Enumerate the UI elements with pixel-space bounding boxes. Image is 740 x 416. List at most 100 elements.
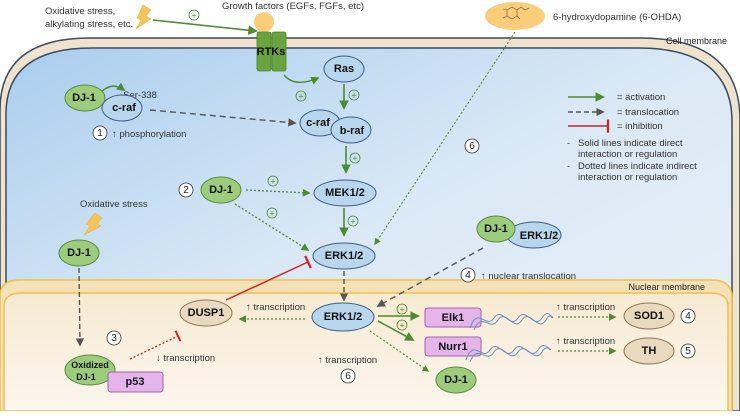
legend-translocation-label: = translocation — [617, 107, 679, 118]
erk-nucleus-label: ERK1/2 — [324, 311, 363, 323]
plus-icon — [188, 9, 200, 21]
plus-icon — [396, 319, 408, 331]
transcription-down-label: ↓ transcription — [156, 353, 215, 364]
plus-sign: + — [298, 92, 303, 102]
legend: = activation = translocation = inhibitio… — [567, 92, 697, 183]
plus-sign: + — [399, 305, 404, 315]
plus-sign: + — [269, 209, 274, 219]
plus-sign: + — [270, 177, 275, 187]
th-label: TH — [642, 345, 657, 357]
oxidized-dj1-label-line2: DJ-1 — [76, 372, 96, 382]
dj1-oxidized-translocation-arrow — [75, 267, 85, 347]
ser338-label: -Ser-338 — [120, 90, 157, 101]
plus-sign: + — [351, 91, 356, 101]
dna-helix-icon — [469, 313, 554, 331]
legend-note1-line1: Solid lines indicate direct — [578, 138, 683, 149]
p53-node — [107, 371, 164, 393]
dj1-oxidative-label: DJ-1 — [67, 247, 91, 259]
molecule-structure-icon — [502, 6, 530, 20]
erk-to-nurr1-arrow — [377, 320, 415, 341]
dj1-complex-label: DJ-1 — [72, 92, 96, 104]
mek-node — [313, 179, 377, 207]
transcription-sod1-label: ↑ transcription — [556, 302, 615, 313]
phosphorylation-label: ↑ phosphorylation — [112, 129, 186, 140]
c-raf-complex-label: c-raf — [112, 102, 136, 114]
b-raf-node — [330, 116, 372, 144]
step-2-number: 2 — [183, 185, 189, 196]
nuclear-membrane-label: Nuclear membrane — [628, 282, 705, 292]
cell-membrane-label: Cell membrane — [666, 36, 727, 46]
rtks-receptor: RTKs — [254, 12, 287, 72]
transcription-dj1-label: ↑ transcription — [318, 355, 377, 366]
oxidized-dj1-label-line1: Oxidized — [71, 360, 109, 370]
dj1-oxidative-node — [58, 239, 100, 267]
oxidized-dj1-node — [64, 354, 116, 386]
step-5-number: 5 — [685, 346, 691, 357]
legend-note1-line2: interaction or regulation — [578, 149, 677, 160]
oxidative-stress-label: Oxidative stress — [80, 199, 148, 210]
growth-factors-label: Growth factors (EGFs, FGFs, etc) — [222, 1, 364, 12]
plus-icon — [266, 207, 278, 219]
step-6b-badge — [340, 368, 356, 384]
elk1-node — [424, 307, 482, 328]
dj1-step2-node — [200, 176, 242, 204]
step-4a-badge — [460, 267, 476, 283]
step-6a-badge — [464, 138, 480, 154]
legend-note2-line1: Dotted lines indicate indirect — [578, 161, 697, 172]
erk-nucleus-node — [311, 302, 375, 332]
step-6b-number: 6 — [345, 371, 351, 382]
ligand-icon — [254, 12, 274, 32]
dj1-to-mek-arrow — [245, 188, 311, 197]
dusp1-node — [179, 299, 233, 327]
dusp1-label: DUSP1 — [188, 307, 225, 319]
stress-label-line2: alkylating stress, etc. — [45, 19, 133, 30]
transcription-th-label: ↑ transcription — [556, 336, 615, 347]
plus-icon — [349, 152, 361, 164]
step-4b-number: 4 — [685, 311, 691, 322]
legend-inhibition-label: = inhibition — [617, 121, 663, 132]
dj1-nucleus-label: DJ-1 — [444, 374, 468, 386]
legend-note2-line2: interaction or regulation — [578, 172, 677, 183]
mek-label: MEK1/2 — [325, 187, 365, 199]
erk-cytoplasm-label: ERK1/2 — [325, 250, 364, 262]
lightning-bolt-icon — [135, 4, 152, 30]
c-raf-label: c-raf — [306, 117, 330, 129]
c-raf-complex-node — [101, 94, 143, 122]
erk-cytoplasm-node — [312, 242, 376, 270]
step-4b-badge — [680, 308, 696, 324]
th-node — [623, 337, 675, 365]
stress-label-line1: Oxidative stress, — [45, 6, 115, 17]
nurr1-label: Nurr1 — [438, 341, 467, 353]
dj1-nucleus-node — [435, 366, 477, 394]
sod1-node — [623, 302, 675, 330]
p53-label: p53 — [126, 376, 145, 388]
step-3-badge — [106, 330, 122, 346]
sod1-label: SOD1 — [634, 310, 664, 322]
plus-sign: + — [350, 217, 355, 227]
dj1-step2-label: DJ-1 — [209, 184, 233, 196]
legend-activation-label: = activation — [617, 92, 665, 103]
step-2-badge — [178, 182, 194, 198]
plus-icon — [267, 175, 279, 187]
plus-sign: + — [191, 11, 196, 21]
plus-icon — [396, 303, 408, 315]
step-1-number: 1 — [97, 128, 103, 139]
plus-icon — [295, 90, 307, 102]
plus-sign: + — [399, 321, 404, 331]
dj1-erk-complex-node — [476, 215, 516, 243]
dj1-erk-complex-label: DJ-1 — [484, 223, 508, 235]
nuclear-translocation-label: ↑ nuclear translocation — [481, 271, 576, 282]
plus-icon — [348, 89, 360, 101]
transcription-dusp1-label: ↑ transcription — [246, 302, 305, 313]
stress-to-rtks-arrow — [152, 19, 258, 35]
step-5-badge — [680, 343, 696, 359]
p53-inhibits-dusp1 — [129, 330, 182, 360]
nurr1-node — [424, 336, 482, 357]
legend-note2-bullet: - — [567, 161, 570, 172]
step-1-badge — [92, 125, 108, 141]
step-3-number: 3 — [111, 333, 117, 344]
ras-label: Ras — [334, 63, 354, 75]
c-raf-translocation-arrow — [149, 109, 297, 127]
rtks-to-ras-arrow — [283, 74, 320, 85]
plus-sign: + — [352, 154, 357, 164]
